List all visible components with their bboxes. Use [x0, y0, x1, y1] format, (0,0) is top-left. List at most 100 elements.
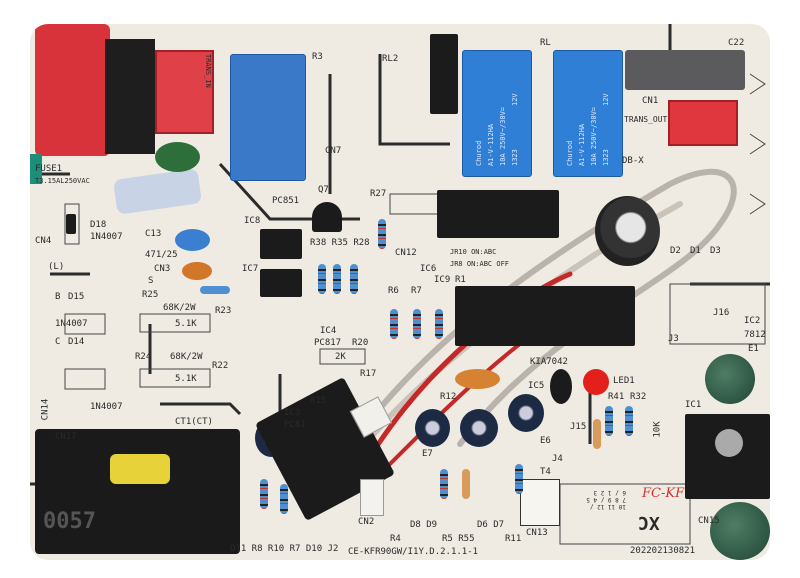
board-model: CE-KFR90GW/I1Y.D.2.1.1-1 [348, 547, 479, 557]
label-7812: 7812 [744, 330, 766, 340]
label-r32-value: 10K [652, 421, 663, 438]
relay-model: A1-V-112HA [578, 123, 586, 166]
label-r7: R7 [411, 286, 422, 296]
label-r24: R24 [135, 352, 152, 362]
capacitor-green [710, 502, 770, 560]
label-ic8: IC8 [244, 216, 261, 226]
capacitor-c22 [625, 50, 745, 90]
label-r23-value: 5.1K [175, 319, 197, 329]
relay-main [230, 54, 306, 181]
relay-brand: Churod [475, 140, 483, 166]
fuse-holder [35, 24, 110, 156]
label-cn7: CN7 [325, 146, 342, 156]
label-r25: R25 [142, 290, 159, 300]
label-r22: R22 [212, 361, 229, 371]
label-d3: D3 [710, 246, 721, 256]
resistor-r5 [440, 469, 448, 499]
resistor-r28 [350, 264, 358, 294]
label-ic7: IC7 [242, 264, 259, 274]
label-fuse-rating: T3.15AL250VAC [35, 177, 90, 185]
label-d15-value: 1N4007 [55, 319, 88, 329]
label-bottom-row: D11 R8 R10 R7 D10 J2 [230, 544, 339, 554]
label-ic4: IC4 [320, 326, 337, 336]
resistor-r27 [378, 219, 386, 249]
label-trans-in: TRANS_IN [204, 54, 212, 88]
relay-rating: 10A 250V~/30V= [590, 106, 598, 166]
capacitor-e6 [508, 394, 544, 432]
label-db: DB-X [622, 156, 644, 166]
label-r27: R27 [370, 189, 387, 199]
label-ct1: CT1(CT) [175, 417, 213, 427]
label-d2: D2 [670, 246, 681, 256]
capacitor-e7 [415, 409, 450, 447]
mcu-chip [455, 286, 635, 346]
label-cn3: CN3 [154, 264, 171, 274]
resistor [200, 286, 230, 294]
label-cn17: CN17 [55, 432, 77, 442]
circuit-board: Churod A1-V-112HA 10A 250V~/30V= 12V 132… [30, 24, 770, 560]
blue-capacitor [175, 229, 210, 251]
ic7-optocoupler [260, 269, 302, 297]
label-jr10: JR10 ON:ABC [450, 248, 497, 256]
capacitor-e1 [705, 354, 755, 404]
label-ic1: IC1 [685, 400, 702, 410]
relay-model: A1-V-112HA [487, 123, 495, 166]
label-cn1: CN1 [642, 96, 659, 106]
label-ic3: IC3 [284, 408, 301, 418]
transformer-mark: 0057 [43, 509, 96, 534]
label-cn13: CN13 [526, 528, 548, 538]
label-d8-d9: D8 D9 [410, 520, 438, 530]
label-l: (L) [48, 262, 65, 272]
resistor-r8 [260, 479, 268, 509]
label-r6: R6 [388, 286, 399, 296]
label-d15: D15 [68, 292, 85, 302]
label-r15: R15 [310, 396, 327, 406]
label-e1: E1 [748, 344, 759, 354]
label-r22-value: 5.1K [175, 374, 197, 384]
label-ic5: IC5 [528, 381, 545, 391]
label-r25-value: 68K/2W [163, 303, 196, 313]
label-ic9: IC9 [434, 275, 451, 285]
label-e7: E7 [422, 449, 433, 459]
resistor-r41b [625, 406, 633, 436]
label-r23: R23 [215, 306, 232, 316]
trans-in-connector [155, 50, 214, 134]
transistor-q7 [312, 202, 342, 232]
relay-code: 1323 [602, 149, 610, 166]
label-cn12: CN12 [395, 248, 417, 258]
orange-capacitor [182, 262, 212, 280]
label-c22: C22 [728, 38, 745, 48]
ic8-optocoupler [260, 229, 302, 259]
orange-capacitor [455, 369, 500, 389]
label-ic6: IC6 [420, 264, 437, 274]
regulator-heatsink [685, 414, 770, 499]
label-r20: R20 [352, 338, 369, 348]
label-c13-value: 471/25 [145, 250, 178, 260]
resistor-r1 [435, 309, 443, 339]
label-r38-r35-r28: R38 R35 R28 [310, 238, 370, 248]
diode-d18 [66, 214, 76, 234]
trans-out-connector [668, 100, 738, 146]
label-r20-value: 2K [335, 352, 346, 362]
label-trans-out: TRANS_OUT [624, 115, 668, 124]
resistor-r11 [515, 464, 523, 494]
label-led1: LED1 [613, 376, 635, 386]
resistor-r38 [318, 264, 326, 294]
label-rl2: RL2 [382, 54, 399, 64]
capacitor [460, 409, 498, 447]
label-cn15: CN15 [698, 516, 720, 526]
label-e6: E6 [540, 436, 551, 446]
resistor-r41 [605, 406, 613, 436]
electrolytic-capacitor [595, 196, 660, 266]
resistor-r6 [390, 309, 398, 339]
label-j16: J16 [713, 308, 730, 318]
relay-2: Churod A1-V-112HA 10A 250V~/30V= 12V 132… [553, 50, 623, 177]
label-q7: Q7 [318, 185, 329, 195]
label-j4: J4 [552, 454, 563, 464]
relay-1: Churod A1-V-112HA 10A 250V~/30V= 12V 132… [462, 50, 532, 177]
resistor-r35 [333, 264, 341, 294]
label-fuse1: FUSE1 [35, 164, 63, 174]
resistor-r7 [413, 309, 421, 339]
label-d18-value: 1N4007 [90, 232, 123, 242]
date-code: 202202130821 [630, 546, 696, 556]
